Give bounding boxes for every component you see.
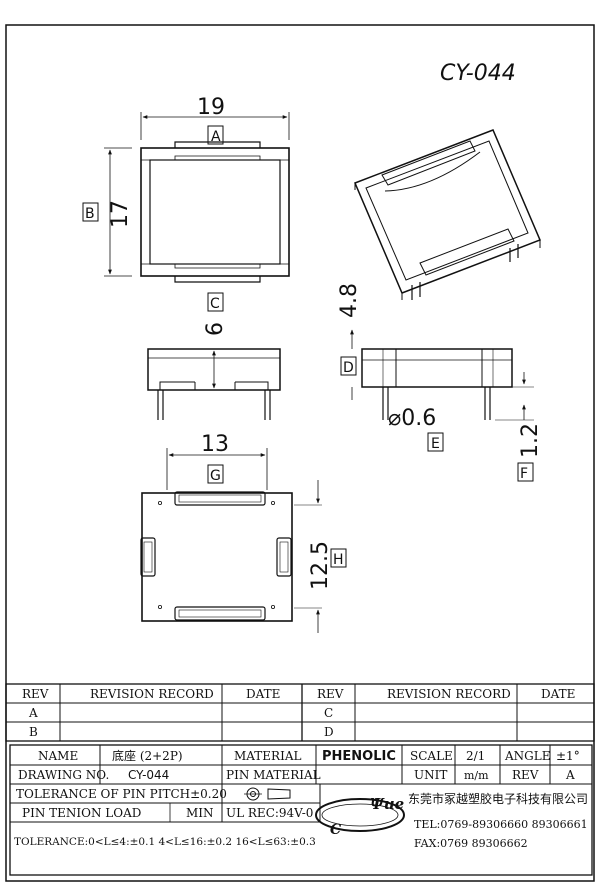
dim-top-width: 19 A xyxy=(140,95,290,145)
tag-a: A xyxy=(211,129,221,145)
rev-header-right: REV xyxy=(317,687,344,701)
logo-text: Ψue xyxy=(370,795,404,813)
top-view xyxy=(140,141,290,283)
scale-value: 2/1 xyxy=(466,749,485,763)
ul-rating: UL REC:94V-0 xyxy=(226,806,313,820)
sheet-border xyxy=(5,24,595,882)
rev-row-c: C xyxy=(324,706,333,720)
rev-label: REV xyxy=(512,768,539,782)
rev-row-d: D xyxy=(324,725,334,739)
isometric-view xyxy=(354,129,541,300)
projection-symbol-icon xyxy=(244,787,291,801)
record-header-left: REVISION RECORD xyxy=(90,687,214,701)
dim-17-label: 17 xyxy=(108,200,133,228)
svg-text:C: C xyxy=(330,822,341,838)
material-value: PHENOLIC xyxy=(322,749,396,764)
dim-top-height: 17 B xyxy=(82,147,133,277)
tolerance-note: TOLERANCE:0<L≤4:±0.1 4<L≤16:±0.2 16<L≤63… xyxy=(14,836,316,848)
date-header-left: DATE xyxy=(246,687,280,701)
dim-0-6-label: ⌀0.6 xyxy=(388,406,436,431)
dim-19-label: 19 xyxy=(197,95,225,120)
tag-h: H xyxy=(333,552,344,568)
phone: TEL:0769-89306660 89306661 xyxy=(414,818,588,831)
dim-12-5-label: 12.5 xyxy=(308,541,333,590)
dim-bottom-height: 12.5 H xyxy=(294,480,347,633)
fax: FAX:0769 89306662 xyxy=(414,837,528,850)
dim-pin-height: 4.8 D xyxy=(337,283,362,400)
side-view xyxy=(147,348,281,420)
rev-value: A xyxy=(565,768,575,782)
drawing-no-value: CY-044 xyxy=(128,768,169,782)
date-header-right: DATE xyxy=(541,687,575,701)
tag-c: C xyxy=(210,296,220,312)
dim-13-label: 13 xyxy=(201,432,229,457)
pin-material-label: PIN MATERIAL xyxy=(226,768,321,782)
material-label: MATERIAL xyxy=(234,749,302,763)
angle-value: ±1° xyxy=(556,749,580,763)
rev-row-b: B xyxy=(29,725,38,739)
revision-table: REV REVISION RECORD DATE REV REVISION RE… xyxy=(5,683,595,742)
dim-side-height: 6 C xyxy=(203,292,228,389)
front-view xyxy=(361,348,513,420)
dim-4-8-label: 4.8 xyxy=(337,283,362,318)
pin-tension-label: PIN TENION LOAD xyxy=(22,806,141,820)
name-label: NAME xyxy=(38,749,78,763)
drawing-no-label: DRAWING NO. xyxy=(18,768,109,782)
tag-d: D xyxy=(343,360,354,376)
tag-e: E xyxy=(431,436,440,452)
dim-bottom-width: 13 G xyxy=(166,432,268,490)
tag-b: B xyxy=(85,206,95,222)
dim-pin-length: 1.2 F xyxy=(495,372,543,482)
scale-label: SCALE xyxy=(410,749,453,763)
name-value: 底座 (2+2P) xyxy=(112,748,183,763)
unit-value: m/m xyxy=(464,769,489,782)
title-block: NAME 底座 (2+2P) MATERIAL PHENOLIC SCALE 2… xyxy=(9,744,593,876)
rev-header-left: REV xyxy=(22,687,49,701)
company-name: 东莞市冢越塑胶电子科技有限公司 xyxy=(408,791,588,806)
dim-1-2-label: 1.2 xyxy=(518,423,543,458)
unit-label: UNIT xyxy=(414,768,447,782)
record-header-right: REVISION RECORD xyxy=(387,687,511,701)
rev-row-a: A xyxy=(28,706,38,720)
dim-6-label: 6 xyxy=(203,322,228,336)
tag-f: F xyxy=(520,466,528,482)
pin-tension-min: MIN xyxy=(186,806,214,820)
tag-g: G xyxy=(210,468,221,484)
angle-label: ANGLE xyxy=(504,749,550,763)
bottom-view xyxy=(140,491,293,622)
company-logo: Ψue C xyxy=(315,795,405,838)
part-number: CY-044 xyxy=(440,61,516,86)
dim-pin-diameter: ⌀0.6 E xyxy=(388,406,444,452)
pitch-tolerance: TOLERANCE OF PIN PITCH±0.20 xyxy=(16,787,227,801)
